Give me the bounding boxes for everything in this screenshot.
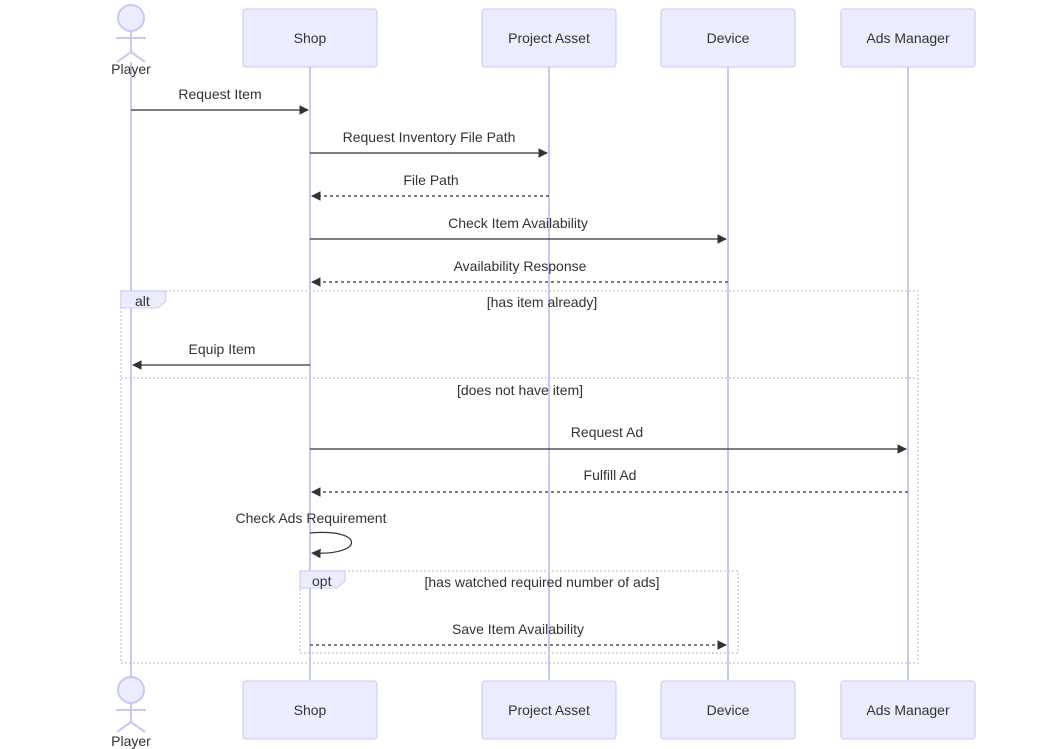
participant-label: Device: [707, 702, 750, 718]
participant-label: Project Asset: [508, 702, 590, 718]
svg-text:Check Ads Requirement: Check Ads Requirement: [236, 510, 387, 526]
participant-project-asset-bottom: Project Asset: [481, 680, 617, 740]
participant-label: Shop: [294, 702, 327, 718]
message-availability-response: Availability Response: [311, 258, 728, 287]
message-request-inventory-file-path: Request Inventory File Path: [310, 129, 548, 158]
alt-fragment-label: alt: [135, 293, 150, 309]
lifelines: [130, 62, 909, 680]
opt-fragment-label: opt: [312, 573, 332, 589]
participant-label: Shop: [294, 30, 327, 46]
participant-shop-top: Shop: [242, 8, 378, 68]
participants-top: Player Shop Project Asset Device Ads Man…: [111, 4, 976, 77]
participant-label: Ads Manager: [866, 30, 950, 46]
svg-text:Request Inventory File Path: Request Inventory File Path: [343, 129, 516, 145]
actor-player-top: Player: [111, 4, 151, 77]
participant-label: Ads Manager: [866, 702, 950, 718]
message-fulfill-ad: Fulfill Ad: [311, 467, 908, 497]
participant-label: Player: [111, 61, 151, 77]
svg-text:Availability Response: Availability Response: [454, 258, 587, 274]
participant-label: Project Asset: [508, 30, 590, 46]
message-file-path: File Path: [311, 172, 549, 201]
svg-text:Request Item: Request Item: [178, 86, 261, 102]
stick-figure-icon: [116, 676, 146, 733]
message-equip-item: Equip Item: [132, 341, 310, 370]
message-request-ad: Request Ad: [310, 424, 907, 454]
svg-text:Save Item Availability: Save Item Availability: [452, 621, 584, 637]
participant-device-bottom: Device: [660, 680, 796, 740]
stick-figure-icon: [116, 4, 146, 63]
participant-ads-manager-top: Ads Manager: [840, 8, 976, 68]
participant-label: Player: [111, 733, 151, 749]
message-request-item: Request Item: [131, 86, 309, 115]
messages: Request Item Request Inventory File Path…: [131, 86, 908, 650]
svg-text:File Path: File Path: [403, 172, 458, 188]
actor-player-bottom: Player: [111, 676, 151, 749]
alt-condition-2: [does not have item]: [457, 382, 583, 398]
alt-fragment: alt [has item already] [does not have it…: [120, 290, 919, 664]
message-check-item-availability: Check Item Availability: [310, 215, 727, 244]
participant-ads-manager-bottom: Ads Manager: [840, 680, 976, 740]
opt-condition: [has watched required number of ads]: [424, 574, 659, 590]
participants-bottom: Player Shop Project Asset Device Ads Man…: [111, 676, 976, 749]
participant-shop-bottom: Shop: [242, 680, 378, 740]
alt-condition-1: [has item already]: [487, 294, 598, 310]
svg-text:Request Ad: Request Ad: [571, 424, 643, 440]
opt-fragment: opt [has watched required number of ads]: [299, 570, 739, 654]
participant-label: Device: [707, 30, 750, 46]
message-check-ads-requirement: Check Ads Requirement: [236, 510, 387, 559]
svg-text:Equip Item: Equip Item: [189, 341, 256, 357]
participant-project-asset-top: Project Asset: [481, 8, 617, 68]
participant-device-top: Device: [660, 8, 796, 68]
svg-text:Fulfill Ad: Fulfill Ad: [584, 467, 637, 483]
svg-text:Check Item Availability: Check Item Availability: [448, 215, 588, 231]
message-save-item-availability: Save Item Availability: [310, 621, 727, 650]
